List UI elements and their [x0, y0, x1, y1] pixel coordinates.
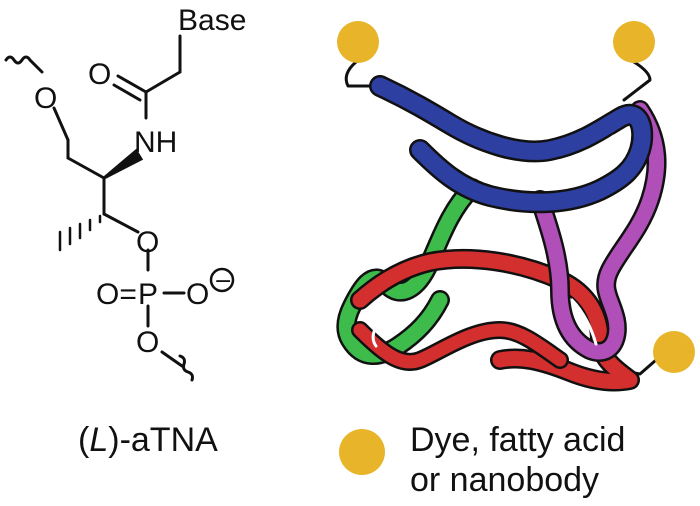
atna-structure [4, 34, 194, 382]
bond-c3-o [102, 212, 140, 234]
atom-o-carbonyl: O [88, 58, 111, 91]
bond-ch2-c [66, 156, 106, 180]
atom-o-minus: O [186, 278, 209, 311]
atom-o-bottom: O [136, 326, 159, 359]
bond-c-ch2 [144, 70, 182, 94]
conjugate-top-left [337, 21, 379, 63]
linker-top-left [344, 60, 382, 88]
magenta-strand-fill [532, 102, 665, 360]
atom-nh: NH [134, 126, 177, 159]
caption-open: ( [78, 421, 90, 459]
hashed-bond [58, 214, 102, 252]
legend-conjugate-icon [339, 429, 385, 475]
legend-line-2: or nanobody [410, 461, 600, 499]
bond-c-o-1 [116, 74, 148, 94]
conjugate-bottom-right [653, 331, 695, 373]
linker-top-right [622, 60, 652, 102]
atom-charge: − [214, 269, 232, 294]
blue-strand-fill [371, 77, 651, 211]
bond-c-o-2 [112, 83, 142, 102]
atna-atoms: Base O NH O O O= P O − O [34, 4, 246, 359]
legend-line-1: Dye, fatty acid [410, 421, 626, 459]
wavy-bond-bottom [178, 354, 194, 382]
atom-p: P [138, 278, 158, 311]
red-strand-tail-fill [353, 323, 567, 369]
caption-stereo: L [89, 421, 109, 459]
charge-circle [209, 267, 235, 293]
atom-o-ring: O [136, 226, 159, 259]
ribbon-highlights [371, 126, 616, 348]
wavy-bond-top [4, 55, 44, 74]
atom-o-double: O= [96, 278, 137, 311]
wedge-bond [103, 148, 144, 180]
bond-o-wavy [160, 350, 184, 368]
atom-o-ether: O [34, 82, 57, 115]
conjugate-top-right [613, 21, 655, 63]
junction-diagram [336, 21, 695, 475]
atom-base: Base [178, 4, 246, 37]
molecule-caption: (L)-aTNA [78, 420, 218, 460]
red-strand-fill [352, 251, 638, 390]
bond-o-ch2 [52, 106, 70, 142]
caption-rest: )-aTNA [108, 421, 218, 459]
